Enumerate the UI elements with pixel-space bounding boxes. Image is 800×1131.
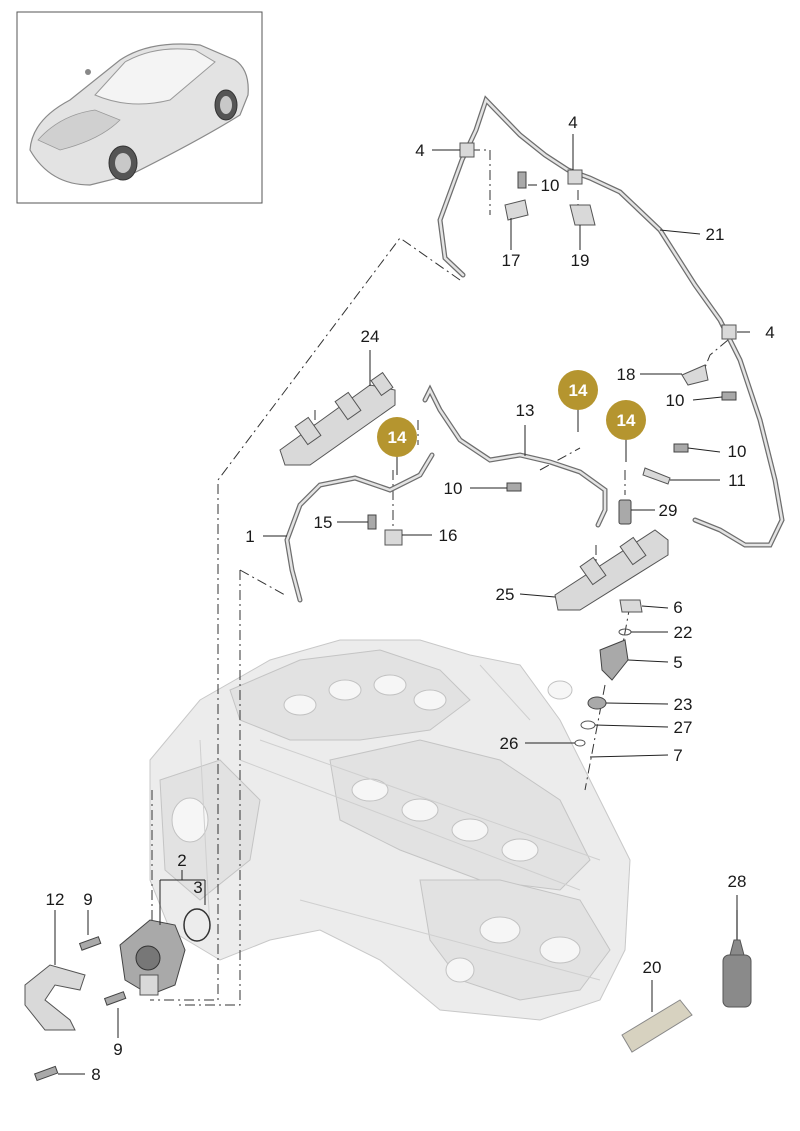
hose-clip-4a[interactable] [459, 142, 475, 158]
label-10d: 10 [444, 479, 463, 498]
bolt-10d[interactable] [506, 482, 522, 492]
label-11: 11 [728, 471, 746, 490]
label-10a: 10 [541, 176, 560, 195]
grease-tube-icon[interactable] [621, 999, 693, 1053]
label-13: 13 [516, 401, 535, 420]
label-1: 1 [245, 527, 254, 546]
pressure-sensor-29[interactable] [618, 499, 632, 525]
o-ring-3[interactable] [183, 908, 211, 942]
badge-14-c[interactable]: 14 [606, 400, 646, 462]
label-2: 2 [177, 851, 186, 870]
fuel-rail-24[interactable] [279, 371, 396, 466]
seal-26[interactable] [574, 739, 586, 747]
label-9a: 9 [83, 890, 92, 909]
label-4a: 4 [415, 141, 424, 160]
svg-text:14: 14 [388, 428, 407, 447]
bolt-10c[interactable] [673, 443, 689, 453]
label-10b: 10 [666, 391, 685, 410]
label-21: 21 [706, 225, 725, 244]
seal-27[interactable] [580, 720, 596, 730]
label-9b: 9 [113, 1040, 122, 1059]
hose-clip-4b[interactable] [567, 169, 583, 185]
bolt-15[interactable] [367, 514, 377, 530]
bracket-16[interactable] [384, 529, 403, 546]
svg-text:14: 14 [617, 411, 636, 430]
fuel-line-1[interactable] [284, 452, 435, 603]
badge-14-b[interactable]: 14 [558, 370, 598, 432]
bolt-9b[interactable] [103, 991, 127, 1006]
bracket-11[interactable] [642, 467, 671, 485]
label-28: 28 [728, 872, 747, 891]
engine-block [149, 639, 631, 1021]
fuel-rail-25[interactable] [554, 529, 669, 611]
label-7: 7 [673, 746, 682, 765]
label-16: 16 [439, 526, 458, 545]
label-26: 26 [500, 734, 519, 753]
injector-5[interactable] [599, 639, 629, 681]
hose-clip-4c[interactable] [721, 324, 737, 340]
oil-bottle-icon[interactable] [722, 910, 752, 1008]
label-4b: 4 [568, 113, 577, 132]
car-coupe-icon [29, 43, 249, 186]
bolt-8[interactable] [33, 1065, 59, 1082]
label-8: 8 [91, 1065, 100, 1084]
clamp-6[interactable] [619, 599, 643, 613]
label-20: 20 [643, 958, 662, 977]
label-25: 25 [496, 585, 515, 604]
label-27: 27 [674, 718, 693, 737]
vehicle-thumbnail[interactable] [16, 11, 263, 204]
label-10c: 10 [728, 442, 747, 461]
heat-shield-12[interactable] [24, 964, 86, 1031]
bracket-19[interactable] [569, 204, 596, 226]
label-4c: 4 [765, 323, 774, 342]
bracket-17[interactable] [504, 199, 529, 221]
support-ring-23[interactable] [587, 696, 607, 710]
bolt-10a[interactable] [517, 171, 527, 189]
bolt-9a[interactable] [78, 936, 102, 951]
high-pressure-pump-2[interactable] [119, 919, 186, 996]
label-5: 5 [673, 653, 682, 672]
label-15: 15 [314, 513, 333, 532]
fuel-line-13[interactable] [422, 384, 608, 528]
label-6: 6 [673, 598, 682, 617]
label-12: 12 [46, 890, 65, 909]
badge-14-a[interactable]: 14 [377, 417, 417, 475]
bracket-18[interactable] [681, 364, 709, 386]
label-22: 22 [674, 623, 693, 642]
label-19: 19 [571, 251, 590, 270]
label-23: 23 [674, 695, 693, 714]
label-3: 3 [193, 878, 202, 897]
label-24: 24 [361, 327, 380, 346]
label-17: 17 [502, 251, 521, 270]
svg-text:14: 14 [569, 381, 588, 400]
bolt-10b[interactable] [721, 391, 737, 401]
label-18: 18 [617, 365, 636, 384]
label-29: 29 [659, 501, 678, 520]
